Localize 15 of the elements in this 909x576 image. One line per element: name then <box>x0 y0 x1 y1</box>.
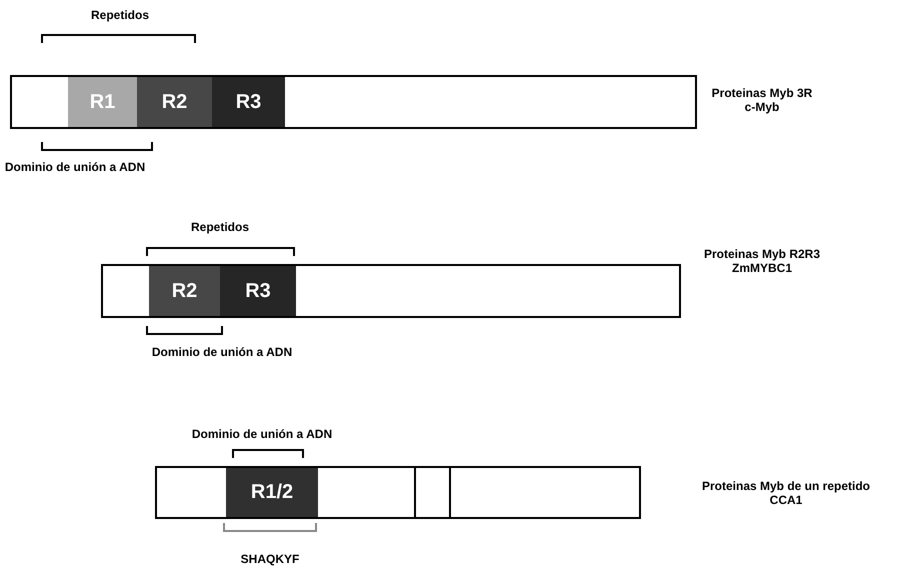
protein-family-label: Proteinas Myb R2R3 ZmMYBC1 <box>704 247 820 275</box>
repeat-domain: R3 <box>220 266 296 316</box>
domain-label: Dominio de unión a ADN <box>152 345 292 359</box>
domain-label: Repetidos <box>91 8 149 22</box>
domain-label: Dominio de unión a ADN <box>4 160 146 174</box>
repeat-domain: R2 <box>137 77 212 127</box>
domain-label: Dominio de unión a ADN <box>192 427 332 441</box>
repeat-domain: R2 <box>149 266 220 316</box>
repeat-domain: R3 <box>212 77 285 127</box>
repeat-domain: R1 <box>68 77 137 127</box>
protein-family-label: Proteinas Myb de un repetido CCA1 <box>702 479 870 507</box>
domain-label: Repetidos <box>191 220 249 234</box>
repeat-domain: R1/2 <box>226 468 318 517</box>
domain-label: SHAQKYF <box>240 552 300 566</box>
protein-family-label: Proteinas Myb 3R c-Myb <box>712 86 812 114</box>
